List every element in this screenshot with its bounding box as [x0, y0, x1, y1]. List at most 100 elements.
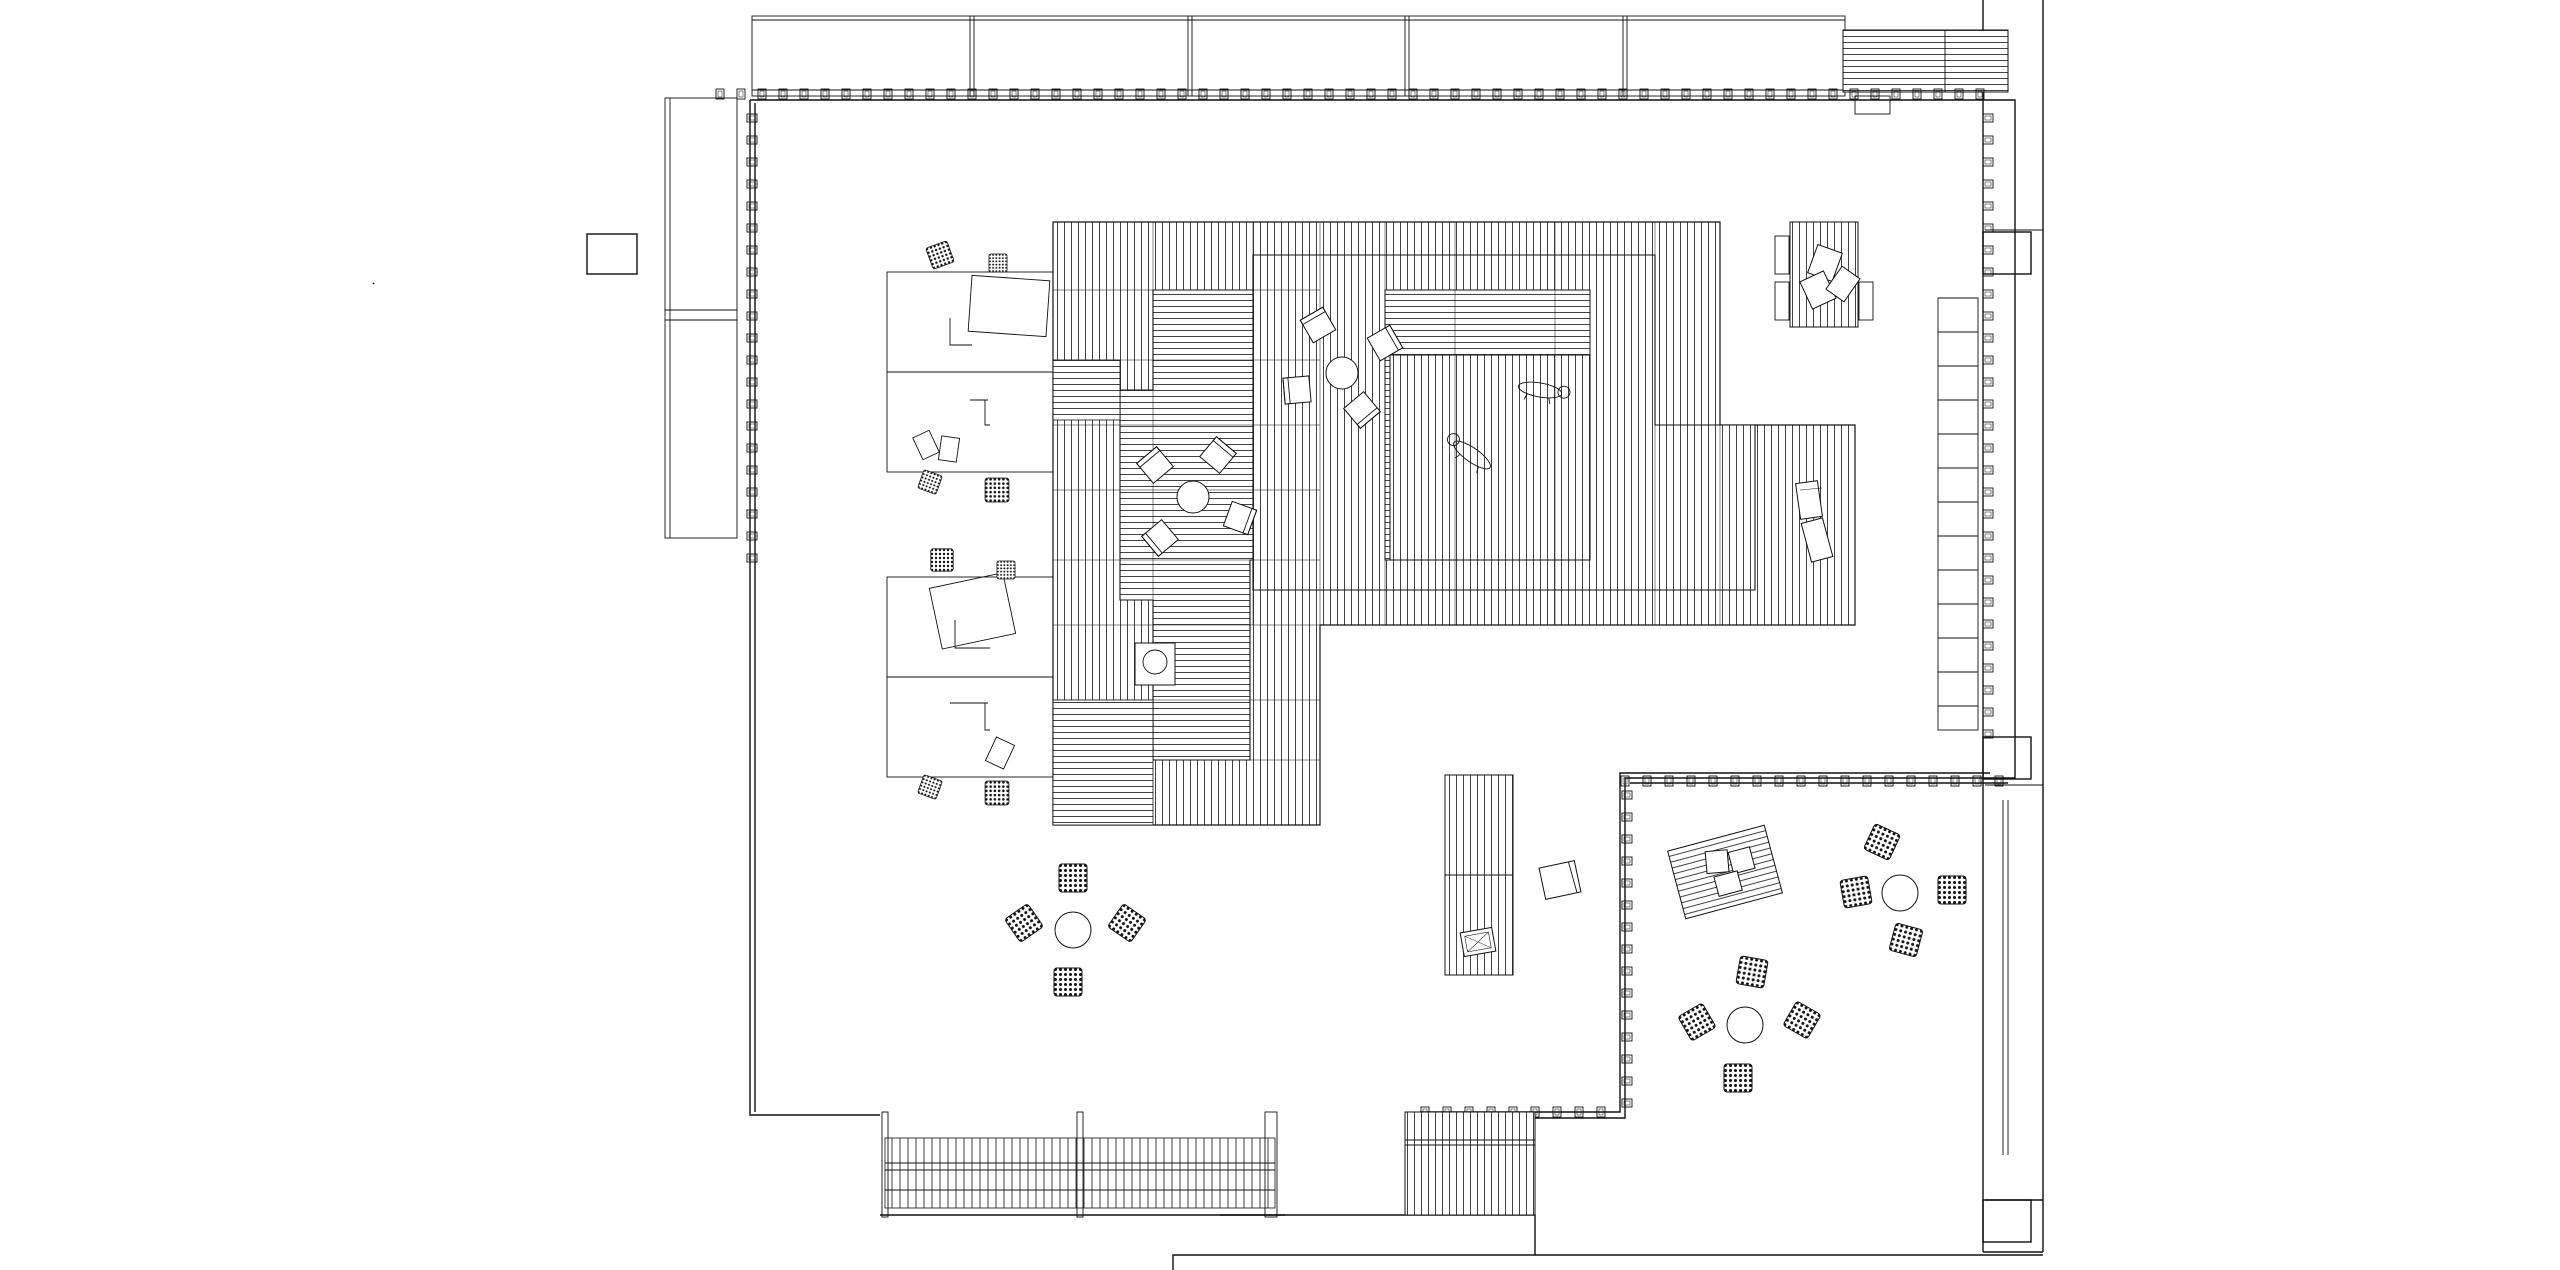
- bench-clamp: [1240, 88, 1250, 100]
- bench-clamp: [820, 88, 830, 100]
- bench-clamp: [925, 88, 935, 100]
- bench-clamp: [1982, 465, 1994, 475]
- bench-clamp: [1982, 509, 1994, 519]
- clamps-top: [715, 88, 1985, 100]
- bench-clamp: [1621, 922, 1633, 932]
- bench-clamp: [1621, 900, 1633, 910]
- bench-clamp: [1621, 1032, 1633, 1042]
- bench-clamp: [1982, 487, 1994, 497]
- cafe-table-right-upper: [1839, 822, 1967, 958]
- desk-cluster-lower: [886, 548, 1054, 806]
- bench-clamp: [1982, 201, 1994, 211]
- bench-clamp: [1982, 707, 1994, 717]
- bench-clamp: [1621, 1010, 1633, 1020]
- lounge-block: [1667, 824, 1783, 920]
- bench-clamp: [1429, 88, 1439, 100]
- bench-clamp: [1621, 790, 1633, 800]
- bench-clamp: [1408, 88, 1418, 100]
- bench-clamp: [1597, 88, 1607, 100]
- bench-clamp: [1534, 88, 1544, 100]
- bench-clamp: [967, 88, 977, 100]
- bench-clamp: [1786, 88, 1796, 100]
- bench-clamp: [1807, 88, 1817, 100]
- bench-clamp: [778, 88, 788, 100]
- bottom-steps: [1404, 1111, 1536, 1216]
- bench-clamp: [1982, 575, 1994, 585]
- bench-clamp: [1621, 1098, 1633, 1108]
- bench-clamp: [1982, 245, 1994, 255]
- bench-clamp: [1982, 663, 1994, 673]
- bench-clamp: [862, 88, 872, 100]
- bench-clamp: [1198, 88, 1208, 100]
- bench-clamp: [1982, 267, 1994, 277]
- bench-clamp: [1982, 223, 1994, 233]
- desk-cluster-upper: [886, 240, 1054, 503]
- bench-clamp: [736, 88, 746, 100]
- bench-clamp: [1513, 88, 1523, 100]
- bench-clamp: [1051, 88, 1061, 100]
- bench-clamp: [1156, 88, 1166, 100]
- bench-clamp: [1982, 355, 1994, 365]
- dog-figure-2: [1447, 433, 1491, 473]
- bench-clamp: [1219, 88, 1229, 100]
- bench-clamp: [1982, 531, 1994, 541]
- outer-walls: [749, 0, 2044, 1270]
- bench-clamp: [1621, 944, 1633, 954]
- lounge-chair-pair: [1795, 480, 1834, 563]
- bench-clamp: [1982, 179, 1994, 189]
- bench-clamp: [1982, 289, 1994, 299]
- bench-clamp: [1765, 88, 1775, 100]
- clamps-right: [1982, 113, 1994, 739]
- bench-clamp: [1072, 88, 1082, 100]
- bench-clamp: [1303, 88, 1313, 100]
- bench-clamp: [1366, 88, 1376, 100]
- bench-clamp: [1982, 421, 1994, 431]
- bench-clamp: [988, 88, 998, 100]
- bench-clamp: [1261, 88, 1271, 100]
- bench-clamp: [904, 88, 914, 100]
- bench-clamp: [757, 88, 767, 100]
- bench-clamp: [799, 88, 809, 100]
- bench-clamp: [1282, 88, 1292, 100]
- bench-clamp: [1982, 597, 1994, 607]
- bench-clamp: [1621, 856, 1633, 866]
- bench-clamp: [1450, 88, 1460, 100]
- bench-clamp: [1744, 88, 1754, 100]
- bench-clamp: [1982, 619, 1994, 629]
- bench-clamp: [1030, 88, 1040, 100]
- bench-clamp: [1723, 88, 1733, 100]
- bench-clamp: [1982, 377, 1994, 387]
- bench-clamp: [1576, 88, 1586, 100]
- bench-clamp: [1660, 88, 1670, 100]
- bench-clamp: [1555, 88, 1565, 100]
- platform-stool: [1134, 642, 1176, 686]
- bench-clamp: [1621, 1054, 1633, 1064]
- bench-clamp: [1982, 553, 1994, 563]
- corner-table: [1774, 221, 1874, 328]
- single-chair: [1538, 860, 1582, 900]
- bench-clamp: [1982, 443, 1994, 453]
- bench-clamp: [1093, 88, 1103, 100]
- bench-clamp: [1621, 878, 1633, 888]
- stepped-platform: [1052, 221, 1856, 826]
- bench-clamp: [1387, 88, 1397, 100]
- bench-clamp: [1982, 399, 1994, 409]
- bench-clamp: [1345, 88, 1355, 100]
- bench-clamp: [1982, 113, 1994, 123]
- bench-clamp: [1621, 966, 1633, 976]
- cafe-table-right-lower: [1677, 955, 1822, 1093]
- cafe-table-left: [1004, 863, 1147, 997]
- bench-clamp: [1621, 834, 1633, 844]
- bench-clamp: [1982, 157, 1994, 167]
- bench-clamp: [715, 88, 725, 100]
- bench-clamp: [1621, 812, 1633, 822]
- bench-clamp: [1681, 88, 1691, 100]
- pillars: [372, 231, 2032, 1243]
- bench-clamp: [1828, 88, 1838, 100]
- bench-clamp: [1982, 333, 1994, 343]
- bench-clamp: [1982, 135, 1994, 145]
- bench-clamp: [1982, 641, 1994, 651]
- platform-table-lower: [1136, 436, 1258, 557]
- dog-figure-1: [1517, 381, 1571, 404]
